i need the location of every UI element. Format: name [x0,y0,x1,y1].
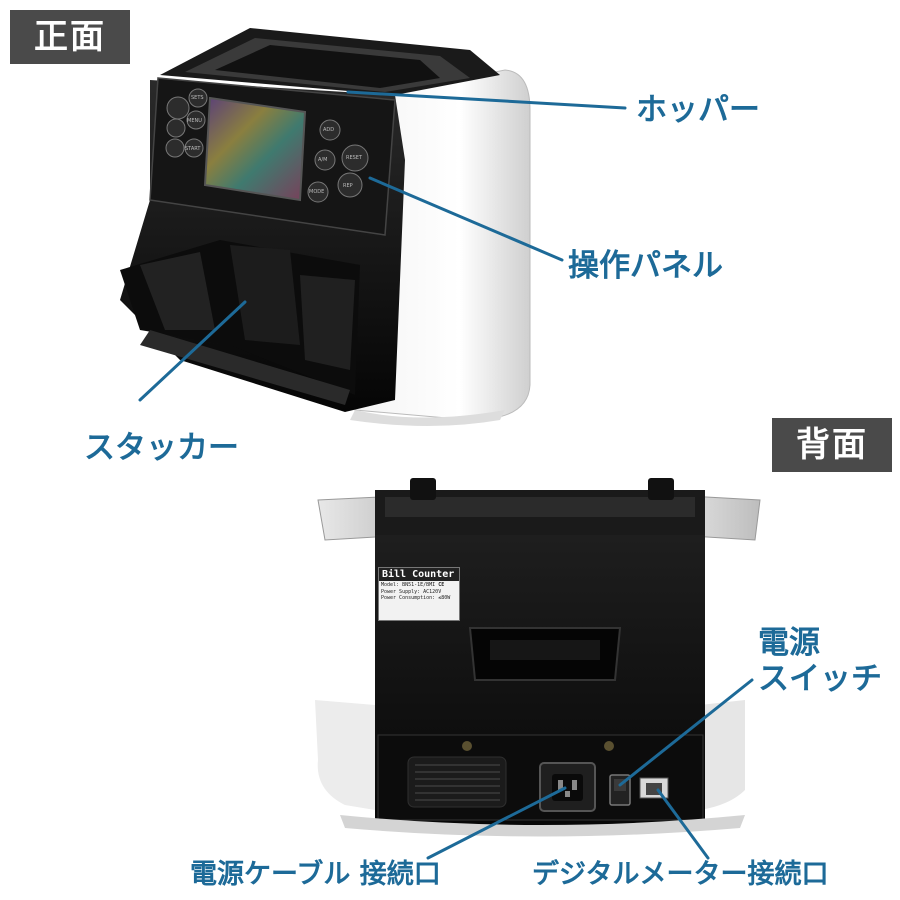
spec-label-consumption: Power Consumption: ≤80W [381,595,451,601]
front-view-badge: 正面 [10,10,130,64]
front-view-badge-text: 正面 [34,17,106,57]
stacker-leader-line [138,300,247,402]
back-vent [407,756,507,808]
meter-leader-line [656,788,710,860]
spec-label-title: Bill Counter [379,568,459,581]
spec-label-supply: Power Supply: AC120V [381,589,442,595]
switch-leader-line [618,678,754,787]
back-view-badge: 背面 [772,418,892,472]
back-view-badge-text: 背面 [796,425,868,465]
power-switch-label-line2: スイッチ [758,661,882,697]
panel-leader-line [368,176,564,262]
power-switch-label-line1: 電源 [758,625,820,661]
panel-label: 操作パネル [568,248,723,284]
lcd-screen [203,96,307,202]
power-cable-port-label: 電源ケーブル 接続口 [190,859,441,890]
meter-port-label: デジタルメーター接続口 [532,859,829,890]
spec-label-ce: CE [438,582,445,588]
cable-leader-line [426,786,567,860]
spec-label-model: Model: BN51-1E/BMI [381,582,436,588]
hopper-label: ホッパー [636,92,760,128]
hopper-leader-line [346,90,627,110]
stacker-label: スタッカー [84,430,239,466]
spec-label: Bill Counter Model: BN51-1E/BMI CE Power… [378,567,460,621]
